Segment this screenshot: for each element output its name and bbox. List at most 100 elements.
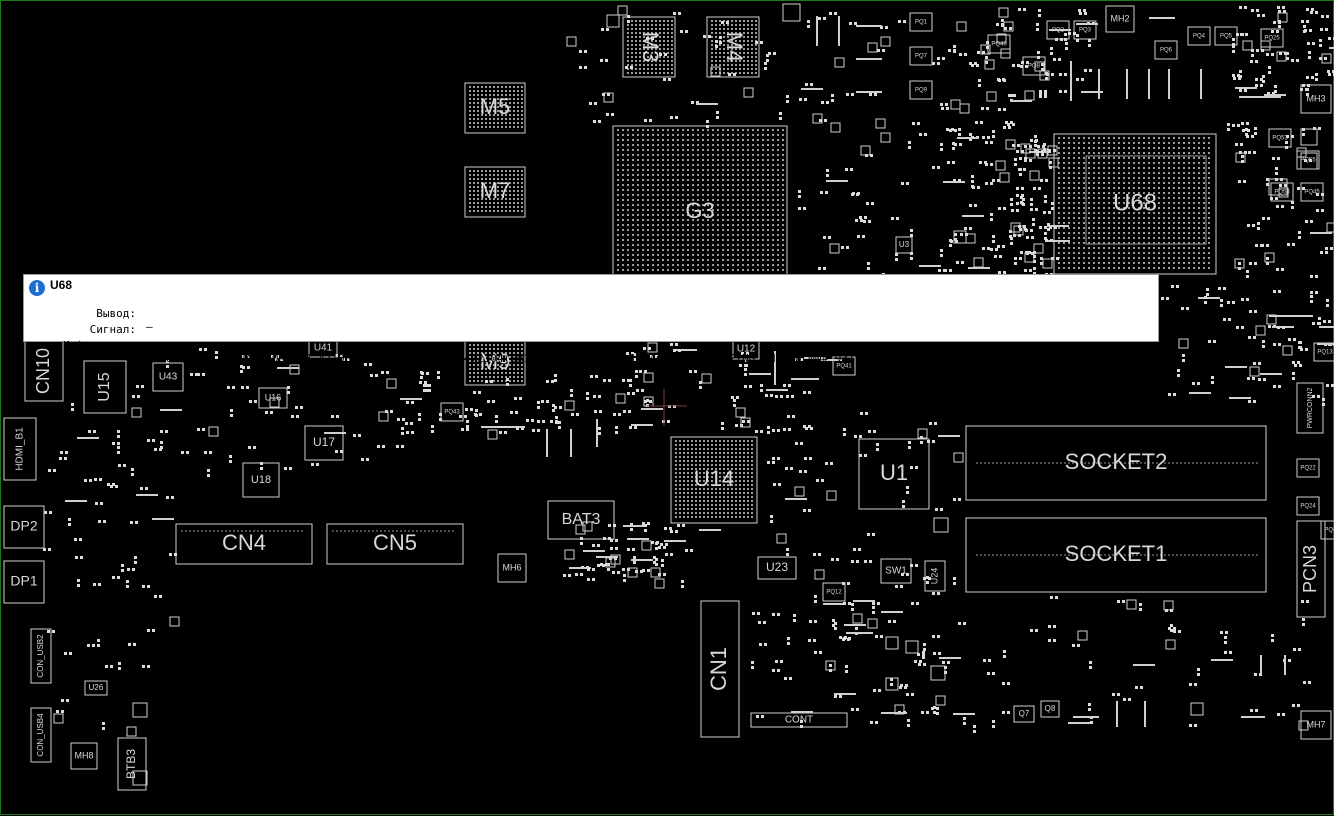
- component-outline[interactable]: [1154, 40, 1178, 60]
- component-label: CONT: [785, 715, 813, 726]
- tooltip-value: —: [146, 336, 153, 349]
- component-outline[interactable]: [700, 600, 740, 738]
- component-outline[interactable]: [965, 517, 1267, 593]
- component-label: U68: [1113, 189, 1157, 216]
- component-label: PQ9: [915, 88, 928, 94]
- tooltip-title: U68: [50, 278, 73, 292]
- component-outline[interactable]: [1296, 496, 1320, 516]
- component-label: PQ7: [915, 54, 928, 60]
- component-outline[interactable]: [1105, 5, 1135, 33]
- component-label: PQ24: [1300, 504, 1316, 510]
- tooltip-label: Вывод:: [96, 307, 136, 320]
- component-outline[interactable]: [822, 582, 846, 602]
- component-outline[interactable]: [1270, 182, 1294, 202]
- component-outline[interactable]: [1300, 710, 1332, 740]
- component-outline[interactable]: [258, 387, 288, 409]
- crosshair-cursor: [647, 389, 687, 426]
- component-outline[interactable]: [497, 553, 527, 583]
- component-outline[interactable]: [464, 166, 526, 218]
- tooltip-row-signal: Сигнал: —: [24, 310, 1154, 362]
- component-label: U23: [766, 560, 788, 574]
- component-outline[interactable]: [117, 737, 147, 791]
- component-outline[interactable]: [1296, 520, 1326, 618]
- component-outline[interactable]: [1300, 84, 1332, 114]
- component-label: MH8: [74, 750, 93, 760]
- tooltip-row-pin: Вывод: —: [24, 294, 1154, 346]
- component-outline[interactable]: [304, 425, 344, 461]
- component-label: M9: [480, 349, 511, 374]
- component-outline[interactable]: [3, 560, 45, 604]
- component-label: CON_USB2: [36, 634, 45, 678]
- component-label: PQ6: [1160, 48, 1173, 54]
- component-label: PQ41: [836, 364, 852, 370]
- component-outline[interactable]: [1187, 26, 1211, 46]
- component-outline[interactable]: [880, 558, 912, 584]
- component-outline[interactable]: [858, 438, 930, 510]
- component-outline[interactable]: [670, 436, 758, 524]
- component-label: PQ43: [444, 410, 460, 416]
- component-label: U3: [899, 240, 910, 249]
- component-outline[interactable]: [965, 425, 1267, 501]
- component-outline[interactable]: [1260, 28, 1284, 48]
- component-outline[interactable]: [909, 12, 933, 32]
- component-label: SW1: [885, 566, 907, 577]
- component-label: BAT3: [562, 511, 601, 528]
- component-label: PWRCONN2: [1307, 387, 1314, 428]
- component-label: CN4: [222, 530, 266, 555]
- component-outline[interactable]: [1320, 520, 1334, 540]
- component-label: HDMI_B1: [15, 427, 26, 471]
- component-outline[interactable]: [440, 402, 464, 422]
- component-label: CN5: [373, 530, 417, 555]
- component-label: U14: [694, 466, 734, 491]
- component-label: CON_USB4: [36, 713, 45, 757]
- component-outline[interactable]: [706, 16, 760, 78]
- component-label: BTB3: [124, 749, 138, 779]
- component-outline[interactable]: [70, 742, 98, 770]
- component-outline[interactable]: [757, 556, 797, 580]
- component-label: PQ55: [1300, 158, 1316, 164]
- component-label: PQ40: [991, 42, 1007, 48]
- component-outline[interactable]: [464, 82, 526, 134]
- tooltip-label: Сигнал:: [89, 323, 136, 336]
- component-outline[interactable]: [30, 707, 52, 763]
- tooltip-value: —: [146, 320, 153, 333]
- component-label: MH2: [1110, 13, 1129, 23]
- tooltip-row-info: Информация: .CPU.HASWELL.QUAD CORE i7-47…: [24, 326, 1154, 378]
- component-label: MH7: [1306, 719, 1325, 729]
- component-outline[interactable]: [1296, 382, 1324, 434]
- component-outline[interactable]: [622, 16, 676, 78]
- component-outline[interactable]: [1040, 700, 1060, 718]
- component-outline[interactable]: [30, 628, 52, 684]
- component-outline[interactable]: [3, 417, 37, 481]
- component-outline[interactable]: [84, 680, 108, 696]
- component-outline[interactable]: [1296, 458, 1320, 478]
- component-outline[interactable]: [3, 505, 45, 549]
- component-outline[interactable]: [832, 356, 856, 376]
- component-label: PQ12: [826, 590, 842, 596]
- component-label: PQ56: [1274, 190, 1290, 196]
- component-outline[interactable]: [175, 523, 313, 565]
- component-label: DP1: [10, 573, 37, 589]
- component-label: CN10: [33, 348, 53, 394]
- info-icon: i: [29, 280, 45, 296]
- component-label: SOCKET2: [1065, 449, 1168, 474]
- component-label: U18: [251, 474, 271, 486]
- component-outline[interactable]: [909, 46, 933, 66]
- component-outline[interactable]: [326, 523, 464, 565]
- component-outline[interactable]: [1073, 20, 1097, 40]
- component-outline[interactable]: [924, 560, 946, 592]
- component-outline[interactable]: [909, 80, 933, 100]
- component-label: Q8: [1045, 704, 1056, 713]
- component-outline[interactable]: [895, 236, 913, 254]
- component-outline[interactable]: [83, 360, 127, 414]
- component-label: U43: [159, 372, 178, 383]
- component-label: U1: [880, 460, 908, 485]
- component-label: M7: [480, 178, 511, 203]
- component-label: U41: [314, 343, 333, 354]
- component-label: PQ8: [1028, 64, 1041, 70]
- component-label: U17: [313, 435, 335, 449]
- component-outline[interactable]: [1013, 705, 1035, 723]
- component-outline[interactable]: [1300, 182, 1324, 202]
